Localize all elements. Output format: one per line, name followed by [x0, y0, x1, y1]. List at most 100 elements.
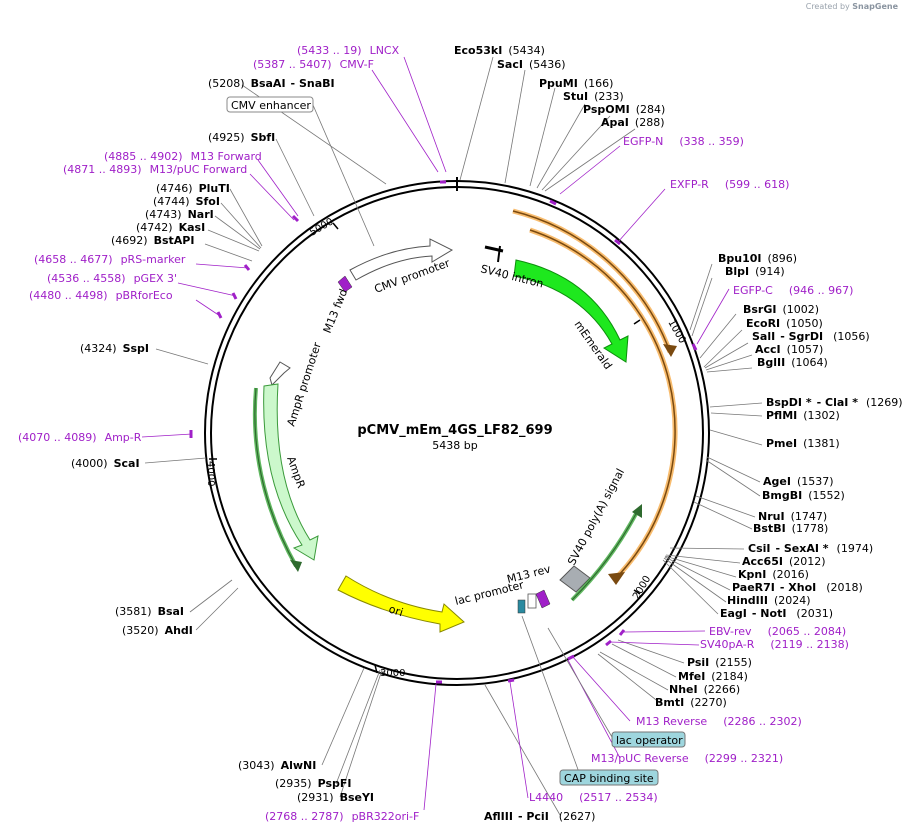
svg-text:(4742)KasI: (4742)KasI	[136, 221, 205, 234]
site-hindiii[interactable]: HindIII	[727, 594, 768, 607]
ampr-promoter-feature[interactable]	[269, 361, 291, 386]
plasmid-name: pCMV_mEm_4GS_LF82_699	[357, 423, 552, 438]
site-bspdi-clai[interactable]: BspDI *	[766, 396, 812, 409]
site-bglii[interactable]: BglII	[757, 356, 785, 369]
site-eagi-noti[interactable]: EagI	[720, 607, 747, 620]
site-mfei[interactable]: MfeI	[678, 670, 705, 683]
site-agei[interactable]: AgeI	[763, 475, 791, 488]
site-bstapi[interactable]: BstAPI	[154, 234, 195, 247]
cap-site-feature[interactable]	[517, 599, 526, 614]
primer-marks	[189, 180, 698, 684]
leader-lines	[144, 56, 763, 816]
site-alwni[interactable]: AlwNI	[281, 759, 317, 772]
site-sspi[interactable]: SspI	[123, 342, 149, 355]
svg-text:CMV enhancer: CMV enhancer	[231, 99, 311, 112]
site-blpi[interactable]: BlpI	[725, 265, 749, 278]
site-eco53ki[interactable]: Eco53kI	[454, 44, 502, 57]
primer-sv40pa-r[interactable]: SV40pA-R(2119 .. 2138)	[700, 638, 849, 651]
site-kasi[interactable]: KasI	[179, 221, 206, 234]
primer-prs-marker[interactable]: (4658 .. 4677)pRS-marker	[34, 253, 186, 266]
site-afliii-pcii[interactable]: AflIII	[484, 810, 513, 823]
primer-cmv-f[interactable]: (5387 .. 5407)CMV-F	[253, 58, 374, 71]
site-bsai[interactable]: BsaI	[158, 605, 184, 618]
primer-pgex-3[interactable]: (4536 .. 4558)pGEX 3'	[47, 272, 177, 285]
svg-text:NruI(1747): NruI(1747)	[758, 510, 827, 523]
primer-egfp-n[interactable]: EGFP-N(338 .. 359)	[623, 135, 744, 148]
site-scai[interactable]: ScaI	[114, 457, 140, 470]
ampr-feature[interactable]	[263, 383, 319, 561]
site-bsaai-snabi[interactable]: BsaAI	[251, 77, 286, 90]
site-pspomi[interactable]: PspOMI	[583, 103, 630, 116]
site-bpu10i[interactable]: Bpu10I	[718, 252, 762, 265]
site-ppumi[interactable]: PpuMI	[539, 77, 578, 90]
site-pluti[interactable]: PluTI	[199, 182, 230, 195]
site-sbfi[interactable]: SbfI	[251, 131, 276, 144]
lac-promoter-feature[interactable]	[527, 593, 537, 609]
primer-m13-puc-reverse[interactable]: M13/pUC Reverse(2299 .. 2321)	[591, 752, 783, 765]
ori-feature[interactable]	[337, 575, 465, 633]
site-kpni[interactable]: KpnI	[738, 568, 766, 581]
primer-lncx[interactable]: (5433 .. 19)LNCX	[297, 44, 400, 57]
site-bmgbi[interactable]: BmgBI	[762, 489, 802, 502]
primer-m13-forward[interactable]: (4885 .. 4902)M13 Forward	[104, 150, 262, 163]
cap-binding-site-box[interactable]: CAP binding site	[559, 769, 659, 786]
lac-operator-box[interactable]: lac operator	[611, 731, 686, 748]
cmv-enhancer-box[interactable]: CMV enhancer	[226, 96, 314, 113]
site-acci[interactable]: AccI	[755, 343, 781, 356]
site-bsrgi[interactable]: BsrGI	[743, 303, 776, 316]
primer-amp-r[interactable]: (4070 .. 4089)Amp-R	[18, 431, 142, 444]
site-sali-sgrdi[interactable]: SalI	[752, 330, 775, 343]
cmv-promoter-feature[interactable]	[349, 238, 454, 281]
lac-promoter-label: lac promoter	[454, 578, 526, 608]
svg-text:PsiI(2155): PsiI(2155)	[687, 656, 752, 669]
primer-egfp-c[interactable]: EGFP-C(946 .. 967)	[733, 284, 853, 297]
svg-text:(4692)BstAPI: (4692)BstAPI	[111, 234, 194, 247]
svg-text:SacI(5436): SacI(5436)	[497, 58, 566, 71]
primer-ebv-rev[interactable]: EBV-rev(2065 .. 2084)	[709, 625, 846, 638]
site-saci[interactable]: SacI	[497, 58, 523, 71]
site-nari[interactable]: NarI	[188, 208, 214, 221]
svg-text:HindIII(2024): HindIII(2024)	[727, 594, 811, 607]
site-stui[interactable]: StuI	[563, 90, 588, 103]
m13-rev-feature[interactable]	[535, 589, 551, 609]
site-apai[interactable]: ApaI	[601, 116, 629, 129]
svg-text:SalI- SgrDI(1056): SalI- SgrDI(1056)	[752, 330, 870, 343]
site-nhei[interactable]: NheI	[669, 683, 698, 696]
primer-m13-puc-forward[interactable]: (4871 .. 4893)M13/pUC Forward	[63, 163, 247, 176]
svg-text:BlpI(914): BlpI(914)	[725, 265, 785, 278]
site-bmti[interactable]: BmtI	[655, 696, 684, 709]
site-csii-sexai[interactable]: CsiI	[748, 542, 770, 555]
svg-text:ApaI(288): ApaI(288)	[601, 116, 665, 129]
site-pmei[interactable]: PmeI	[766, 437, 797, 450]
primer-exfp-r[interactable]: EXFP-R(599 .. 618)	[670, 178, 789, 191]
site-psii[interactable]: PsiI	[687, 656, 709, 669]
memerald-feature[interactable]	[513, 259, 629, 363]
svg-text:CAP binding site: CAP binding site	[564, 772, 654, 785]
site-ecori[interactable]: EcoRI	[746, 317, 780, 330]
primer-l4440[interactable]: L4440(2517 .. 2534)	[529, 791, 658, 804]
tick-3000: 3000	[380, 668, 405, 679]
primer-m13-reverse[interactable]: M13 Reverse(2286 .. 2302)	[636, 715, 802, 728]
plasmid-size: 5438 bp	[432, 439, 477, 452]
svg-text:(3520)AhdI: (3520)AhdI	[122, 624, 193, 637]
site-ahdi[interactable]: AhdI	[165, 624, 193, 637]
primer-pbrforeco[interactable]: (4480 .. 4498)pBRforEco	[29, 289, 173, 302]
primer-labels: (5433 .. 19)LNCX (5387 .. 5407)CMV-F (48…	[18, 44, 853, 823]
svg-text:BmtI(2270): BmtI(2270)	[655, 696, 727, 709]
site-pspfi[interactable]: PspFI	[318, 777, 352, 790]
site-pflmi[interactable]: PflMI	[766, 409, 797, 422]
svg-text:(4324)SspI: (4324)SspI	[80, 342, 149, 355]
snapgene-credit: Created by SnapGene	[805, 2, 898, 11]
enzyme-labels-left: (5208)BsaAI- SnaBI (4925)SbfI (4746)PluT…	[71, 77, 374, 804]
primer-pbr322ori-f[interactable]: (2768 .. 2787)pBR322ori-F	[265, 810, 419, 823]
site-bseyi[interactable]: BseYI	[340, 791, 374, 804]
site-bstbi[interactable]: BstBI	[753, 522, 786, 535]
svg-text:AflIII- PciI(2627): AflIII- PciI(2627)	[484, 810, 595, 823]
site-nrui[interactable]: NruI	[758, 510, 785, 523]
site-paer7i-xhoi[interactable]: PaeR7I	[732, 581, 775, 594]
svg-text:Bpu10I(896): Bpu10I(896)	[718, 252, 797, 265]
m13-fwd-feature[interactable]	[337, 275, 353, 293]
site-acc65i[interactable]: Acc65I	[742, 555, 783, 568]
svg-text:StuI(233): StuI(233)	[563, 90, 624, 103]
site-sfoi[interactable]: SfoI	[196, 195, 220, 208]
